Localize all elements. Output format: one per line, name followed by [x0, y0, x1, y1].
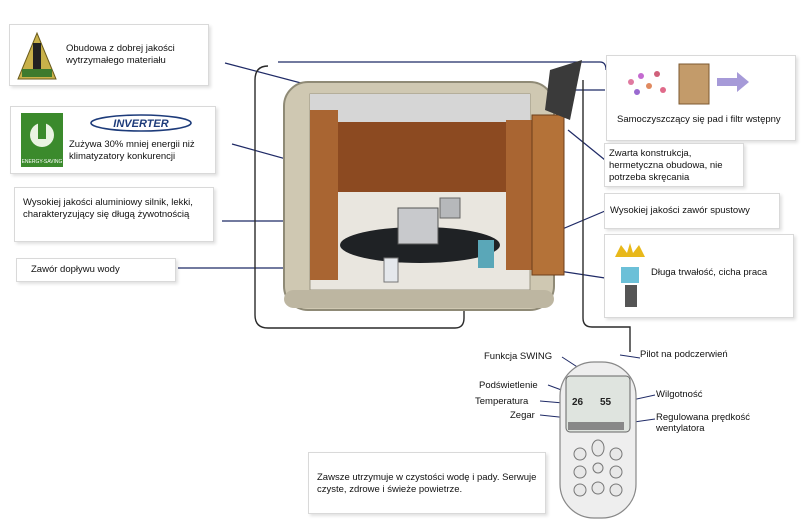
remote-temp-display: 26 — [572, 397, 584, 408]
motor-label: Wysokiej jakości aluminiowy silnik, lekk… — [23, 197, 193, 220]
side-pad — [531, 114, 565, 276]
callout-clean-water: Zawsze utrzymuje w czystości wodę i pady… — [308, 452, 546, 514]
energy-saving-icon: ENERGY-SAVING — [21, 113, 63, 167]
callout-motor: Wysokiej jakości aluminiowy silnik, lekk… — [14, 187, 214, 242]
line-ir — [619, 354, 641, 359]
cooling-pad-back — [336, 122, 506, 192]
remote-ir-label: Pilot na podczerwień — [640, 349, 728, 360]
long-life-label: Długa trwałość, cicha praca — [651, 267, 768, 278]
frame-left — [254, 65, 465, 329]
callout-drain-valve: Wysokiej jakości zawór spustowy — [604, 193, 780, 229]
filter-illustration — [628, 63, 749, 105]
callout-housing: Obudowa z dobrej jakości wytrzymałego ma… — [9, 24, 209, 86]
inlet-valve — [383, 257, 399, 283]
line-closed — [567, 129, 606, 161]
inlet-valve-label: Zawór dopływu wody — [31, 264, 120, 275]
inverter-logo: INVERTER — [90, 114, 192, 132]
line-frame-top — [278, 61, 607, 71]
remote-fan-speed-label: Regulowana prędkość wentylatora — [656, 412, 751, 434]
remote-temperature-label: Temperatura — [475, 396, 529, 407]
evaporative-cooler-illustration — [283, 60, 582, 311]
top-frame — [310, 94, 530, 124]
pump — [439, 197, 461, 219]
frame-right — [582, 80, 631, 352]
clean-water-label: Zawsze utrzymuje w czystości wodę i pady… — [317, 472, 537, 495]
remote-clock-label: Zegar — [510, 410, 535, 421]
energy-badge-text: ENERGY-SAVING — [22, 159, 63, 165]
closed-construction-label: Zwarta konstrukcja, hermetyczna obudowa,… — [609, 148, 723, 183]
drain-valve — [478, 240, 494, 268]
callout-closed-construction: Zwarta konstrukcja, hermetyczna obudowa,… — [604, 143, 744, 187]
remote-screen — [565, 375, 631, 433]
callout-inverter: ENERGY-SAVING INVERTER Zużywa 30% mniej … — [10, 106, 216, 174]
motor — [397, 207, 439, 245]
callout-self-cleaning: Samoczyszczący się pad i filtr wstępny — [606, 55, 796, 141]
remote-humidity-label: Wilgotność — [656, 389, 703, 400]
cooling-pad-right — [506, 120, 532, 270]
callout-long-life: Długa trwałość, cicha praca — [604, 234, 794, 318]
remote-swing-label: Funkcja SWING — [484, 351, 553, 362]
drain-valve-label: Wysokiej jakości zawór spustowy — [610, 205, 750, 216]
remote-humidity-display: 55 — [600, 397, 612, 408]
inverter-label: Zużywa 30% mniej energii niż klimatyzato… — [69, 139, 195, 162]
water-tray — [340, 227, 500, 263]
remote-control: 26 55 — [559, 361, 637, 519]
housing-label: Obudowa z dobrej jakości wytrzymałego ma… — [66, 43, 175, 66]
housing-icon — [17, 31, 57, 80]
filter-panel — [545, 60, 582, 120]
self-cleaning-label: Samoczyszczący się pad i filtr wstępny — [617, 114, 781, 125]
cooling-pad-left — [310, 110, 338, 280]
remote-backlight-label: Podświetlenie — [479, 380, 538, 391]
crown-valve-icon — [615, 243, 645, 307]
callout-inlet-valve: Zawór dopływu wody — [16, 258, 176, 282]
inverter-logo-text: INVERTER — [113, 118, 168, 130]
